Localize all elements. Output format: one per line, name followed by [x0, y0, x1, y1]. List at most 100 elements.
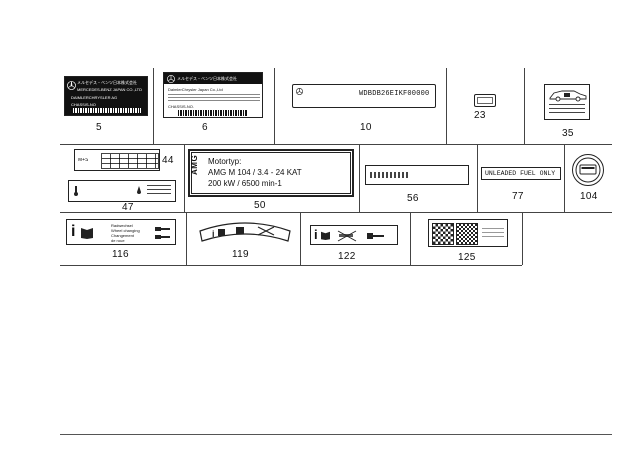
row3-bottom-line: [60, 265, 522, 266]
divider: [524, 68, 525, 144]
qr-code-icon: [432, 223, 454, 245]
label-5[interactable]: メルセデス・ベンツ日本株式会社 MERCEDES-BENZ JAPAN CO.,…: [60, 72, 152, 140]
car-icon: [549, 90, 587, 102]
label-56-lines: [370, 172, 410, 178]
tool-crossed-icon: [337, 230, 357, 242]
qr-code-icon: [456, 223, 478, 245]
label-44-plate: M+S: [74, 149, 160, 171]
row2-bottom-line: [60, 212, 612, 213]
label-10-number: 10: [360, 122, 372, 133]
divider: [184, 145, 185, 212]
thermometer-icon: [74, 186, 78, 196]
row1-bottom-line: [60, 144, 612, 145]
label-47-plate: [68, 180, 176, 202]
label-10-vin: WDBDB26EIKF00000: [359, 90, 430, 98]
mercedes-star-icon: [67, 81, 76, 90]
mercedes-star-icon: [167, 74, 175, 83]
info-icon: i: [71, 223, 76, 240]
label-23[interactable]: 23: [448, 72, 523, 140]
divider: [300, 213, 301, 265]
wrench-icon: [367, 233, 384, 239]
label-44-grid: [101, 153, 159, 169]
label-50[interactable]: AMG Motortyp: AMG M 104 / 3.4 - 24 KAT 2…: [186, 147, 358, 211]
label-6-plate: メルセデス・ベンツ日本株式会社 DaimlerChrysler Japan Co…: [163, 72, 263, 118]
amg-logo: AMG: [190, 154, 199, 175]
divider: [410, 213, 411, 265]
label-116-number: 116: [112, 249, 129, 260]
label-50-line-3: 200 kW / 6500 min-1: [208, 179, 282, 188]
label-5-line-1: メルセデス・ベンツ日本株式会社: [77, 80, 137, 85]
label-23-inner: [477, 97, 493, 104]
label-50-inner: AMG Motortyp: AMG M 104 / 3.4 - 24 KAT 2…: [190, 152, 351, 194]
label-119-plate: i: [199, 222, 291, 242]
divider: [564, 145, 565, 212]
label-6-line-1: メルセデス・ベンツ日本株式会社: [177, 76, 237, 81]
label-77-number: 77: [512, 191, 524, 202]
label-50-number: 50: [254, 200, 266, 211]
label-6[interactable]: メルセデス・ベンツ日本株式会社 DaimlerChrysler Japan Co…: [155, 72, 273, 140]
svg-text:i: i: [212, 229, 215, 239]
label-122[interactable]: i 122: [302, 215, 408, 263]
label-47[interactable]: 47: [62, 178, 182, 213]
label-77[interactable]: UNLEADED FUEL ONLY 77: [479, 147, 563, 211]
label-125[interactable]: 125: [412, 215, 520, 263]
label-10-plate: WDBDB26EIKF00000: [292, 84, 436, 108]
label-5-number: 5: [96, 122, 102, 133]
label-10[interactable]: WDBDB26EIKF00000 10: [276, 72, 444, 140]
label-6-number: 6: [202, 122, 208, 133]
oil-can-icon: [137, 186, 141, 194]
label-6-barcode: [178, 110, 248, 116]
divider: [186, 213, 187, 265]
label-104-number: 104: [580, 191, 598, 202]
label-35-number: 35: [562, 128, 574, 139]
divider: [522, 213, 523, 265]
label-5-barcode: [73, 108, 141, 113]
divider: [153, 68, 154, 144]
label-116-line-3: Changement: [111, 233, 134, 238]
label-35-plate: [544, 84, 590, 120]
wrench-icon: [155, 227, 170, 239]
label-50-outer: AMG Motortyp: AMG M 104 / 3.4 - 24 KAT 2…: [188, 149, 354, 197]
label-5-line-4: CHASSIS-NO: [71, 102, 96, 107]
label-77-plate: UNLEADED FUEL ONLY: [481, 167, 561, 180]
label-47-lines: [147, 185, 171, 197]
label-122-number: 122: [338, 251, 356, 262]
fuel-cap-icon: [572, 154, 604, 186]
book-icon: [81, 228, 93, 239]
label-116-plate: i Radwechsel Wheel changing Changement d…: [66, 219, 176, 245]
label-44-text: M+S: [78, 158, 89, 163]
mercedes-star-icon: [296, 88, 303, 95]
label-35[interactable]: 35: [526, 72, 612, 140]
label-116[interactable]: i Radwechsel Wheel changing Changement d…: [62, 215, 184, 263]
label-6-line-3: CHASSIS-NO.: [168, 104, 195, 109]
label-44[interactable]: M+S 44: [62, 147, 182, 175]
label-5-line-2: MERCEDES-BENZ JAPAN CO.,LTD: [77, 87, 142, 92]
label-23-number: 23: [474, 110, 486, 121]
label-6-header: メルセデス・ベンツ日本株式会社: [164, 73, 262, 84]
label-56-plate: [365, 165, 469, 185]
label-119-number: 119: [232, 249, 249, 260]
divider: [477, 145, 478, 212]
divider: [359, 145, 360, 212]
book-icon: [321, 231, 330, 240]
label-122-plate: i: [310, 225, 398, 245]
label-6-data-lines: [168, 93, 260, 103]
label-116-line-4: de roue: [111, 238, 125, 243]
label-35-table: [549, 104, 585, 116]
label-5-plate: メルセデス・ベンツ日本株式会社 MERCEDES-BENZ JAPAN CO.,…: [64, 76, 148, 116]
page-bottom-rule: [60, 434, 612, 435]
label-119[interactable]: i 119: [188, 215, 298, 263]
label-50-line-2: AMG M 104 / 3.4 - 24 KAT: [208, 168, 302, 177]
label-125-number: 125: [458, 252, 476, 263]
label-56[interactable]: 56: [361, 147, 475, 211]
label-125-lines: [482, 226, 504, 240]
label-77-text: UNLEADED FUEL ONLY: [485, 170, 556, 177]
label-23-plate: [474, 94, 496, 107]
label-116-line-2: Wheel changing: [111, 228, 140, 233]
label-116-line-1: Radwechsel: [111, 223, 133, 228]
label-5-line-3: DAIMLERCHRYSLER AG: [71, 95, 118, 100]
label-104[interactable]: 104: [566, 147, 612, 211]
label-6-line-2: DaimlerChrysler Japan Co.,Ltd: [168, 87, 223, 92]
info-icon: i: [314, 227, 318, 242]
label-125-plate: [428, 219, 508, 247]
